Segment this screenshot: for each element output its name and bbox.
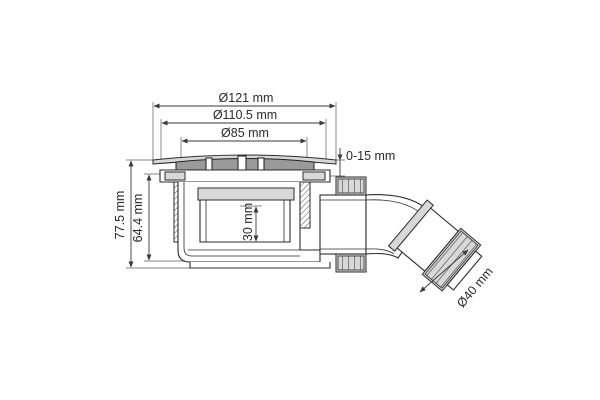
outlet-elbow [319, 176, 483, 292]
drain-body: 30 mm [152, 154, 337, 269]
label-body-height: 64.4 mm [131, 194, 145, 243]
diameter-dimensions: Ø121 mm Ø110.5 mm Ø85 mm [152, 91, 337, 162]
label-rim-diameter: Ø110.5 mm [213, 108, 277, 122]
label-water-seal: 30 mm [241, 203, 255, 241]
label-total-height: 77.5 mm [113, 191, 127, 240]
label-grate-diameter: Ø85 mm [221, 126, 269, 140]
label-adjust-range: 0-15 mm [346, 149, 395, 163]
label-outer-diameter: Ø121 mm [219, 91, 274, 105]
height-dimensions: 77.5 mm 64.4 mm [113, 159, 190, 269]
